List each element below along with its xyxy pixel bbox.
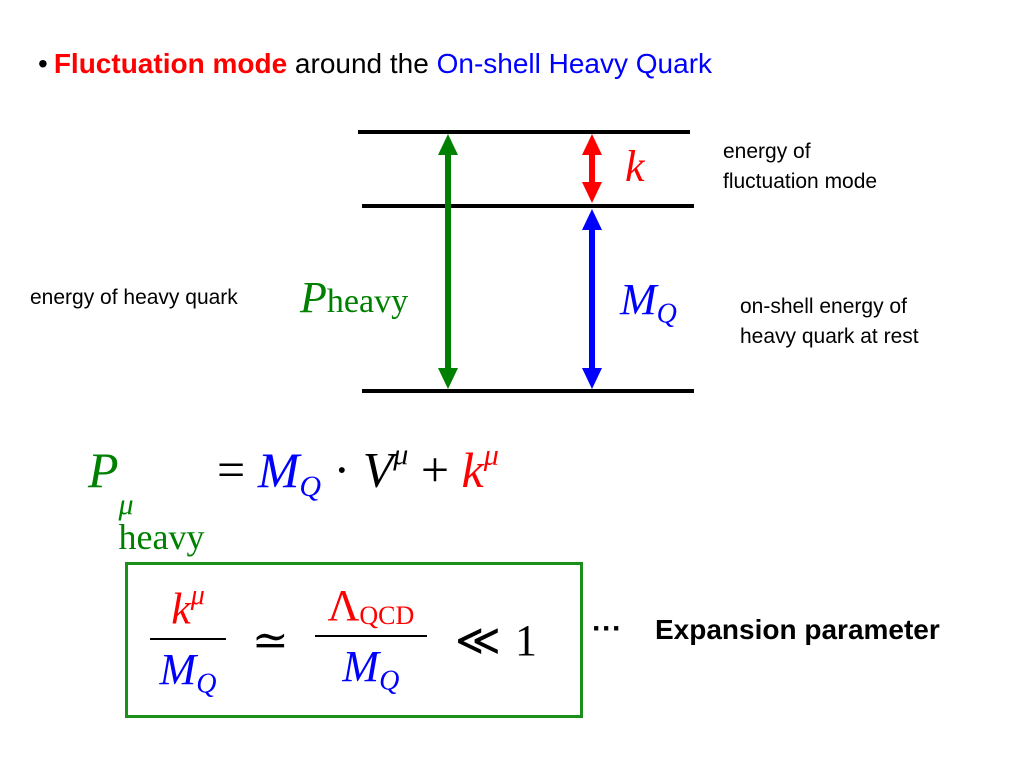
fraction-k-over-mq: kμ MQ	[150, 582, 226, 698]
eq-v: V	[362, 441, 394, 498]
fraction-lambda-over-mq: ΛQCD MQ	[314, 584, 427, 695]
heavy-subscript: heavy	[326, 283, 409, 320]
frac1-q: Q	[196, 667, 217, 699]
title-around-the: around the	[294, 48, 429, 79]
label-fluctuation-energy: energy of fluctuation mode	[723, 137, 877, 197]
eq-dot: ·	[333, 441, 351, 498]
eq-equals: =	[217, 441, 246, 498]
eq-q: Q	[299, 469, 322, 503]
expansion-inequality: kμ MQ ≃ ΛQCD MQ ≪ 1	[150, 580, 537, 700]
frac2-bar	[314, 635, 427, 638]
frac1-denominator: MQ	[159, 644, 217, 699]
eq-p-heavy-sub: heavy	[118, 516, 205, 557]
frac1-k: k	[171, 584, 191, 634]
eq-m: M	[257, 441, 300, 498]
frac2-numerator: ΛQCD	[327, 584, 414, 629]
label-onshell-energy: on-shell energy of heavy quark at rest	[740, 292, 919, 352]
title-onshell-heavy-quark: On-shell Heavy Quark	[436, 48, 713, 79]
expansion-parameter-label: Expansion parameter	[655, 614, 940, 645]
label-fluct-line2: fluctuation mode	[723, 170, 878, 193]
frac2-lambda: Λ	[327, 581, 360, 631]
eq-k-letter: k	[461, 441, 484, 498]
q-subscript: Q	[656, 298, 677, 330]
frac1-m: M	[159, 644, 197, 694]
much-less-symbol: ≪	[454, 615, 501, 665]
eq-p-mu: μ	[118, 488, 134, 521]
p-letter: P	[300, 273, 327, 322]
frac2-denominator: MQ	[342, 645, 399, 695]
bullet: •	[38, 48, 48, 79]
k-symbol: k	[625, 142, 645, 191]
frac2-q: Q	[379, 665, 400, 697]
frac1-mu: μ	[190, 580, 205, 611]
eq-p: P	[88, 441, 119, 498]
eq-k: kμ	[461, 438, 499, 498]
label-onshell-line1: on-shell energy of	[740, 295, 907, 318]
one-value: 1	[514, 615, 537, 665]
frac1-numerator: kμ	[171, 582, 205, 632]
label-onshell-line2: heavy quark at rest	[740, 325, 919, 348]
frac1-bar	[150, 637, 226, 640]
label-heavy-quark-energy: energy of heavy quark	[30, 286, 238, 309]
p-heavy-arrow	[438, 134, 458, 389]
slide-title: •Fluctuation mode around the On-shell He…	[38, 48, 712, 80]
eq-mq: MQ	[257, 441, 321, 503]
simeq-symbol: ≃	[252, 615, 289, 665]
k-arrow	[582, 134, 602, 203]
eq-k-mu: μ	[483, 438, 499, 471]
frac2-qcd: QCD	[359, 601, 415, 631]
frac2-m: M	[342, 642, 380, 692]
m-letter: M	[620, 275, 657, 324]
eq-plus: +	[420, 441, 450, 498]
mq-arrow	[582, 209, 602, 389]
p-heavy-symbol: Pheavy	[300, 276, 408, 320]
label-fluct-line1: energy of	[723, 140, 811, 163]
eq-v-mu: μ	[393, 438, 409, 471]
ellipsis-dots: ···	[592, 612, 622, 645]
expansion-parameter-box	[125, 562, 583, 718]
mq-symbol: MQ	[620, 278, 677, 328]
title-fluctuation-mode: Fluctuation mode	[53, 48, 288, 79]
